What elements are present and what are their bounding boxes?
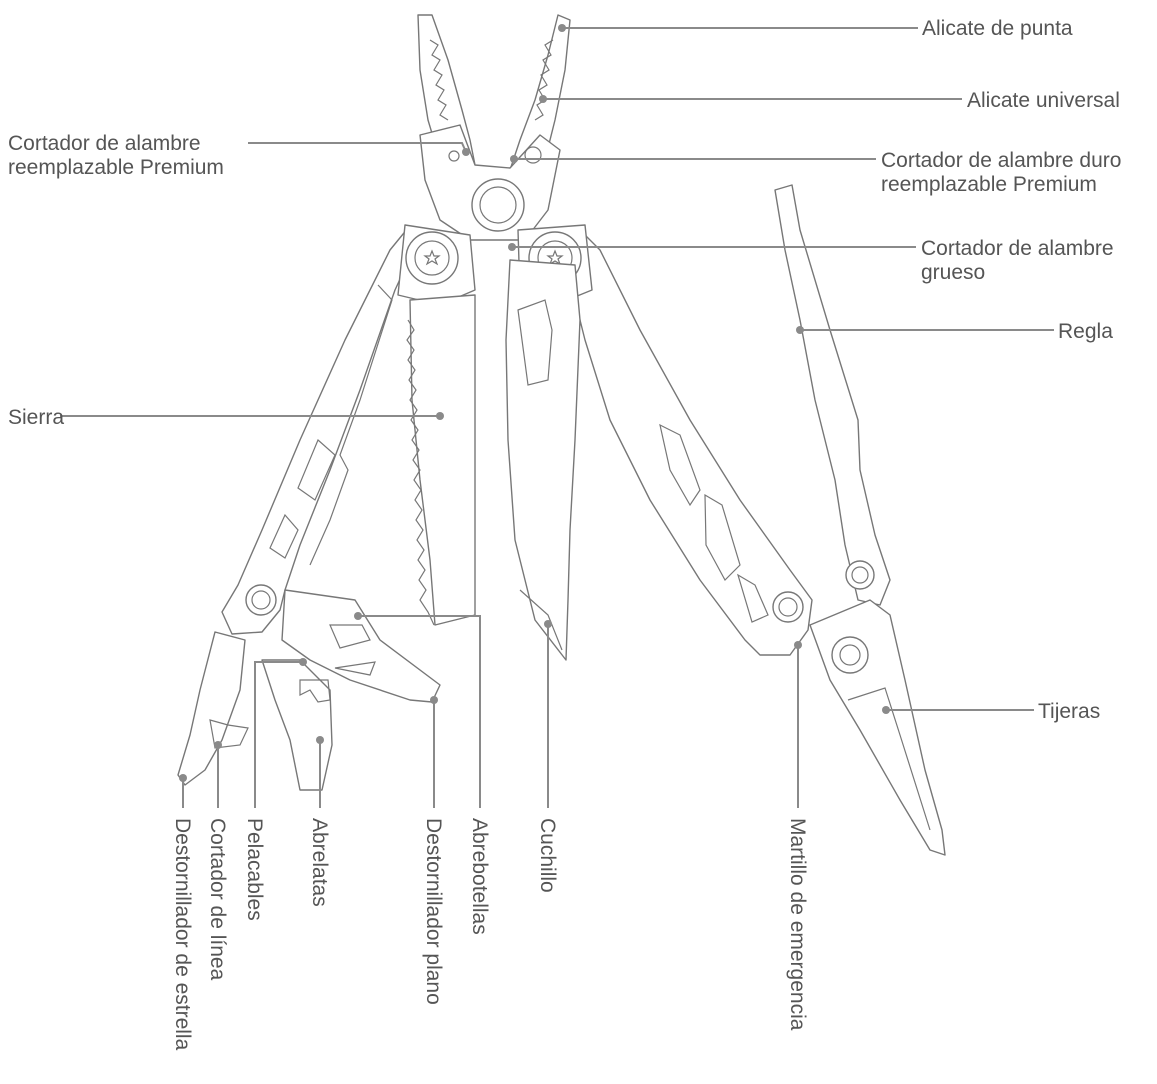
label-cuchillo: Cuchillo [536, 818, 559, 893]
label-cortador-duro-line2: reemplazable Premium [881, 173, 1097, 196]
label-alicate-punta: Alicate de punta [922, 17, 1073, 40]
label-cortador-grueso-line1: Cortador de alambre [921, 237, 1114, 260]
right-handle [570, 230, 812, 655]
phillips-driver [178, 632, 245, 785]
label-destornillador-estrella: Destornillador de estrella [171, 818, 194, 1051]
scissors-blade [810, 600, 945, 855]
label-regla: Regla [1058, 320, 1113, 343]
label-cortador-duro-line1: Cortador de alambre duro [881, 149, 1121, 172]
saw-blade [410, 295, 475, 625]
label-abrebotellas: Abrebotellas [468, 818, 491, 935]
knife-blade [506, 260, 580, 660]
label-cortador-premium-line2: reemplazable Premium [8, 156, 224, 179]
label-sierra: Sierra [8, 406, 64, 429]
left-lower-screw [246, 585, 276, 615]
label-cortador-grueso-line2: grueso [921, 261, 985, 284]
right-lower-screw [773, 592, 803, 622]
label-destornillador-plano: Destornillador plano [422, 818, 445, 1005]
label-cortador-linea: Cortador de línea [206, 818, 229, 981]
multitool-illustration [178, 15, 945, 855]
label-alicate-universal: Alicate universal [967, 89, 1120, 112]
label-martillo-emergencia: Martillo de emergencia [786, 818, 809, 1031]
label-abrelatas: Abrelatas [308, 818, 331, 907]
left-handle [222, 228, 420, 634]
label-tijeras: Tijeras [1038, 700, 1100, 723]
label-pelacables: Pelacables [243, 818, 266, 921]
label-cortador-premium-line1: Cortador de alambre [8, 132, 201, 155]
